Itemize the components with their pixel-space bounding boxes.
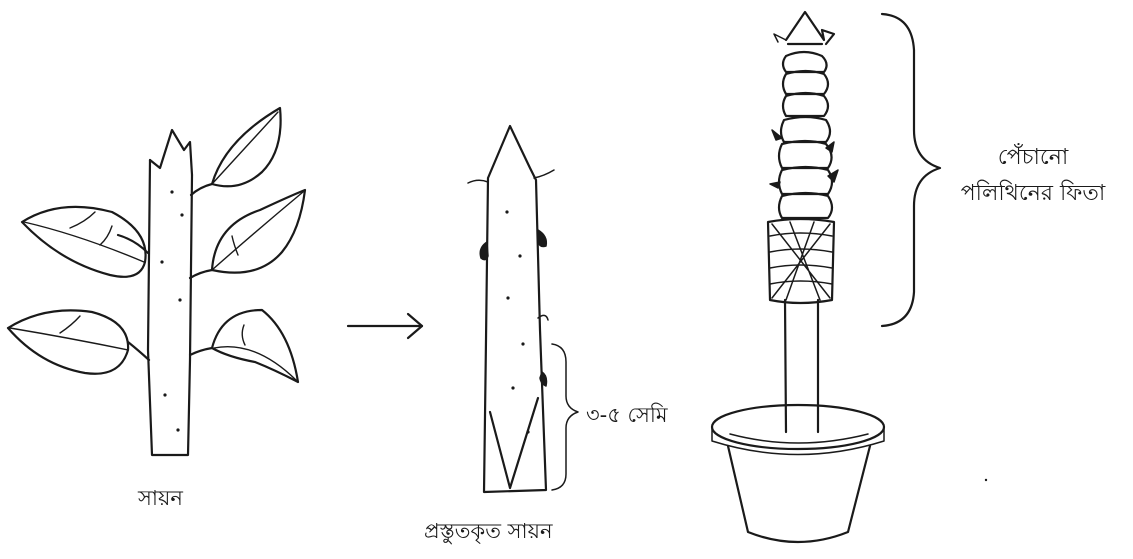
scion-stem-tip bbox=[150, 130, 192, 175]
scion-label: সায়ন bbox=[138, 482, 183, 517]
prepared-scion-label: প্রস্তুতকৃত সায়ন bbox=[424, 515, 553, 550]
potted-grafted-plant bbox=[712, 12, 940, 542]
grafted-scion-tip bbox=[786, 12, 834, 44]
pot-body bbox=[728, 446, 870, 542]
cut-length-label: ৩-৫ সেমি bbox=[586, 399, 668, 434]
polythene-tape-label-line1: পেঁচানো bbox=[944, 140, 1122, 176]
prepared-scion-outline bbox=[484, 126, 546, 492]
cut-length-bracket bbox=[552, 344, 578, 490]
arrow-right-icon bbox=[348, 314, 422, 338]
leaf-left-upper bbox=[22, 207, 146, 277]
wedge-cut bbox=[490, 398, 538, 488]
scion-stem bbox=[148, 160, 192, 455]
prepared-scion bbox=[468, 126, 578, 492]
leaf-left-lower bbox=[8, 310, 128, 373]
leaf-right-lower bbox=[212, 310, 298, 382]
polythene-tape-label: পেঁচানো পলিথিনের ফিতা bbox=[944, 140, 1122, 212]
polythene-tape-label-line2: পলিথিনের ফিতা bbox=[944, 176, 1122, 212]
wrap-brace bbox=[882, 14, 940, 326]
tape-wrap-bands bbox=[779, 44, 832, 218]
scion-with-leaves bbox=[8, 108, 305, 455]
stock-stem bbox=[785, 300, 786, 432]
